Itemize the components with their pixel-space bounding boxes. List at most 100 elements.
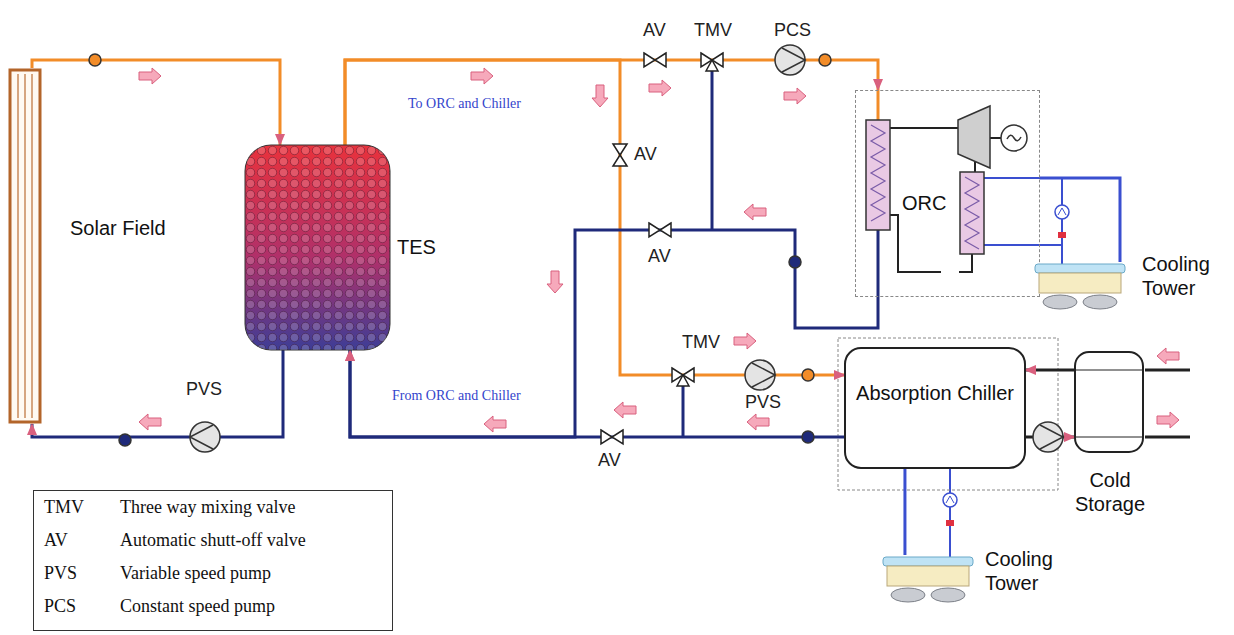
flow-arrow: [614, 402, 636, 418]
bypass-pipe: [682, 381, 685, 437]
mixing-valve-symbol: [672, 368, 694, 386]
small-pump-symbol: [1055, 205, 1069, 219]
heat-exchanger: [866, 120, 890, 230]
valve-label: AV: [598, 450, 621, 471]
flow-arrow: [547, 271, 563, 293]
pump-symbol: [1033, 422, 1063, 452]
valve-label: TMV: [694, 20, 732, 41]
orc-unit: ORC: [855, 90, 1040, 297]
collector-tube: [31, 74, 33, 418]
tank-packing: [245, 145, 390, 350]
storage-tank-node: TES: [245, 145, 440, 350]
cooling-pipe: [1061, 178, 1063, 265]
sensor-dot: [802, 431, 814, 443]
legend-abbrev: TMV: [44, 497, 84, 518]
valve-label: AV: [643, 20, 666, 41]
flow-arrow: [139, 68, 161, 84]
flow-arrow: [734, 333, 756, 349]
flow-arrow: [649, 80, 671, 96]
node-label: ORC: [902, 191, 952, 215]
solar-collector: [10, 70, 40, 422]
pump-label: PVS: [745, 392, 781, 413]
chiller-body: [845, 348, 1025, 468]
hot-pipe: [877, 90, 880, 120]
tower-fill: [1039, 273, 1121, 293]
pipe-connector: [345, 60, 845, 375]
flow-arrow: [1157, 348, 1179, 364]
small-pump-symbol: [946, 496, 954, 503]
node-label: Solar Field: [70, 216, 170, 240]
valve-label: TMV: [682, 332, 720, 353]
node-label: Cold Storage: [1067, 468, 1153, 516]
chiller-housing: [838, 338, 1058, 490]
tower-fan: [1083, 295, 1117, 309]
tower-fill: [887, 566, 969, 586]
legend-text: Three way mixing valve: [120, 497, 295, 518]
node-label: Cooling Tower: [985, 547, 1070, 595]
tower-fan: [891, 588, 925, 602]
flow-arrow: [1157, 412, 1179, 428]
mixing-valve-symbol: [701, 53, 723, 71]
orc-loop: [959, 254, 972, 272]
orc-loop: [890, 215, 941, 272]
flow-note: To ORC and Chiller: [408, 96, 521, 112]
flow-arrow: [139, 414, 161, 430]
chilled-pipe: [1145, 369, 1190, 372]
cooling-tower: Cooling Tower: [1030, 262, 1230, 312]
shutoff-valve-symbol: [601, 430, 623, 444]
tower-fan: [931, 588, 965, 602]
pump-symbol: [745, 360, 775, 390]
collector-tube: [24, 74, 26, 418]
pipe-connector: [32, 60, 280, 145]
sensor-dot: [789, 256, 801, 268]
pipe-connector: [903, 468, 906, 555]
tower-top: [883, 557, 973, 566]
storage-box: [1075, 352, 1143, 452]
storage-band: [1075, 370, 1143, 371]
sensor-dot: [89, 54, 101, 66]
cooling-pipe: [949, 468, 951, 558]
pipe-connector: [1025, 368, 1075, 371]
legend-text: Variable speed pump: [120, 563, 271, 584]
sensor-dot: [119, 434, 131, 446]
node-label: Absorption Chiller: [855, 381, 1015, 405]
legend-abbrev: PCS: [44, 596, 76, 617]
node-outline: [845, 348, 1025, 468]
valve-label: AV: [648, 246, 671, 267]
flow-arrow: [747, 414, 769, 430]
solar-field: Solar Field: [8, 68, 173, 424]
pipe-connector: [350, 350, 845, 437]
legend-abbrev: AV: [44, 530, 68, 551]
small-pump-symbol: [943, 493, 957, 507]
absorption-chiller: Absorption Chiller: [845, 348, 1025, 468]
node-outline: [1075, 352, 1145, 517]
pump-symbol: [775, 45, 805, 75]
pipe-connector: [350, 230, 878, 437]
turbine-shaft: [990, 137, 1001, 139]
bypass-pipe: [711, 66, 714, 230]
flow-arrow: [744, 204, 766, 220]
node-label: TES: [397, 235, 439, 259]
chilled-pipe: [1145, 436, 1190, 439]
return-pipe: [877, 230, 880, 297]
heat-exchanger: [960, 172, 984, 254]
pipe-connector: [32, 350, 283, 437]
sensor-dot: [802, 369, 814, 381]
storage-tank: [245, 145, 390, 350]
generator-symbol: [1001, 125, 1027, 151]
legend-abbrev: PVS: [44, 563, 77, 584]
flow-arrow: [592, 85, 608, 107]
node-outline: [8, 68, 173, 424]
cold-storage: Cold Storage: [1075, 352, 1145, 517]
tower-fan: [1043, 295, 1077, 309]
flow-arrow: [784, 88, 806, 104]
cooling-tower: Cooling Tower: [878, 555, 1078, 613]
storage-band: [1075, 437, 1143, 438]
shutoff-valve-symbol: [613, 144, 627, 166]
legend-text: Automatic shutt-off valve: [120, 530, 306, 551]
red-valve: [1058, 232, 1066, 238]
tower-top: [1035, 264, 1125, 273]
shutoff-valve-symbol: [649, 223, 671, 237]
